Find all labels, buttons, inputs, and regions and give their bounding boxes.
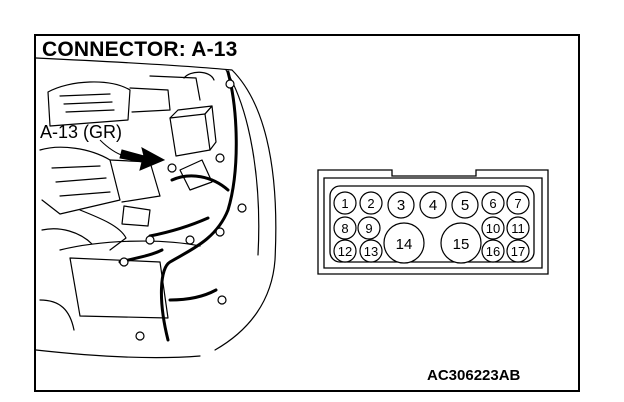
pin-2 bbox=[359, 191, 383, 215]
pin-11 bbox=[506, 216, 530, 240]
pin-label-15: 15 bbox=[453, 236, 470, 253]
pin-5 bbox=[451, 191, 479, 219]
pin-label-17: 17 bbox=[511, 244, 525, 259]
pin-label-13: 13 bbox=[364, 244, 378, 259]
pin-label-11: 11 bbox=[511, 221, 525, 236]
pin-label-5: 5 bbox=[461, 197, 469, 214]
pin-label-14: 14 bbox=[396, 236, 413, 253]
pin-label-2: 2 bbox=[367, 196, 374, 211]
pin-label-4: 4 bbox=[429, 197, 437, 214]
pin-15 bbox=[440, 222, 482, 264]
pin-label-7: 7 bbox=[514, 196, 521, 211]
pin-label-8: 8 bbox=[341, 221, 348, 236]
pin-3 bbox=[387, 191, 415, 219]
connector-title: CONNECTOR: A-13 bbox=[42, 38, 238, 61]
pin-label-12: 12 bbox=[338, 244, 352, 259]
pin-9 bbox=[357, 216, 381, 240]
pin-label-10: 10 bbox=[486, 221, 500, 236]
pin-label-9: 9 bbox=[365, 221, 372, 236]
pin-12 bbox=[333, 239, 357, 263]
pin-10 bbox=[481, 216, 505, 240]
pin-label-3: 3 bbox=[397, 197, 405, 214]
pin-16 bbox=[481, 239, 505, 263]
pin-6 bbox=[481, 191, 505, 215]
pin-13 bbox=[359, 239, 383, 263]
pin-4 bbox=[419, 191, 447, 219]
pin-label-16: 16 bbox=[486, 244, 500, 259]
pin-17 bbox=[506, 239, 530, 263]
pin-14 bbox=[383, 222, 425, 264]
pin-8 bbox=[333, 216, 357, 240]
pin-1 bbox=[333, 191, 357, 215]
connector-callout-label: A-13 (GR) bbox=[40, 122, 123, 142]
pin-7 bbox=[506, 191, 530, 215]
pin-label-1: 1 bbox=[341, 196, 348, 211]
pin-label-6: 6 bbox=[489, 196, 496, 211]
figure-code: AC306223AB bbox=[427, 367, 521, 384]
